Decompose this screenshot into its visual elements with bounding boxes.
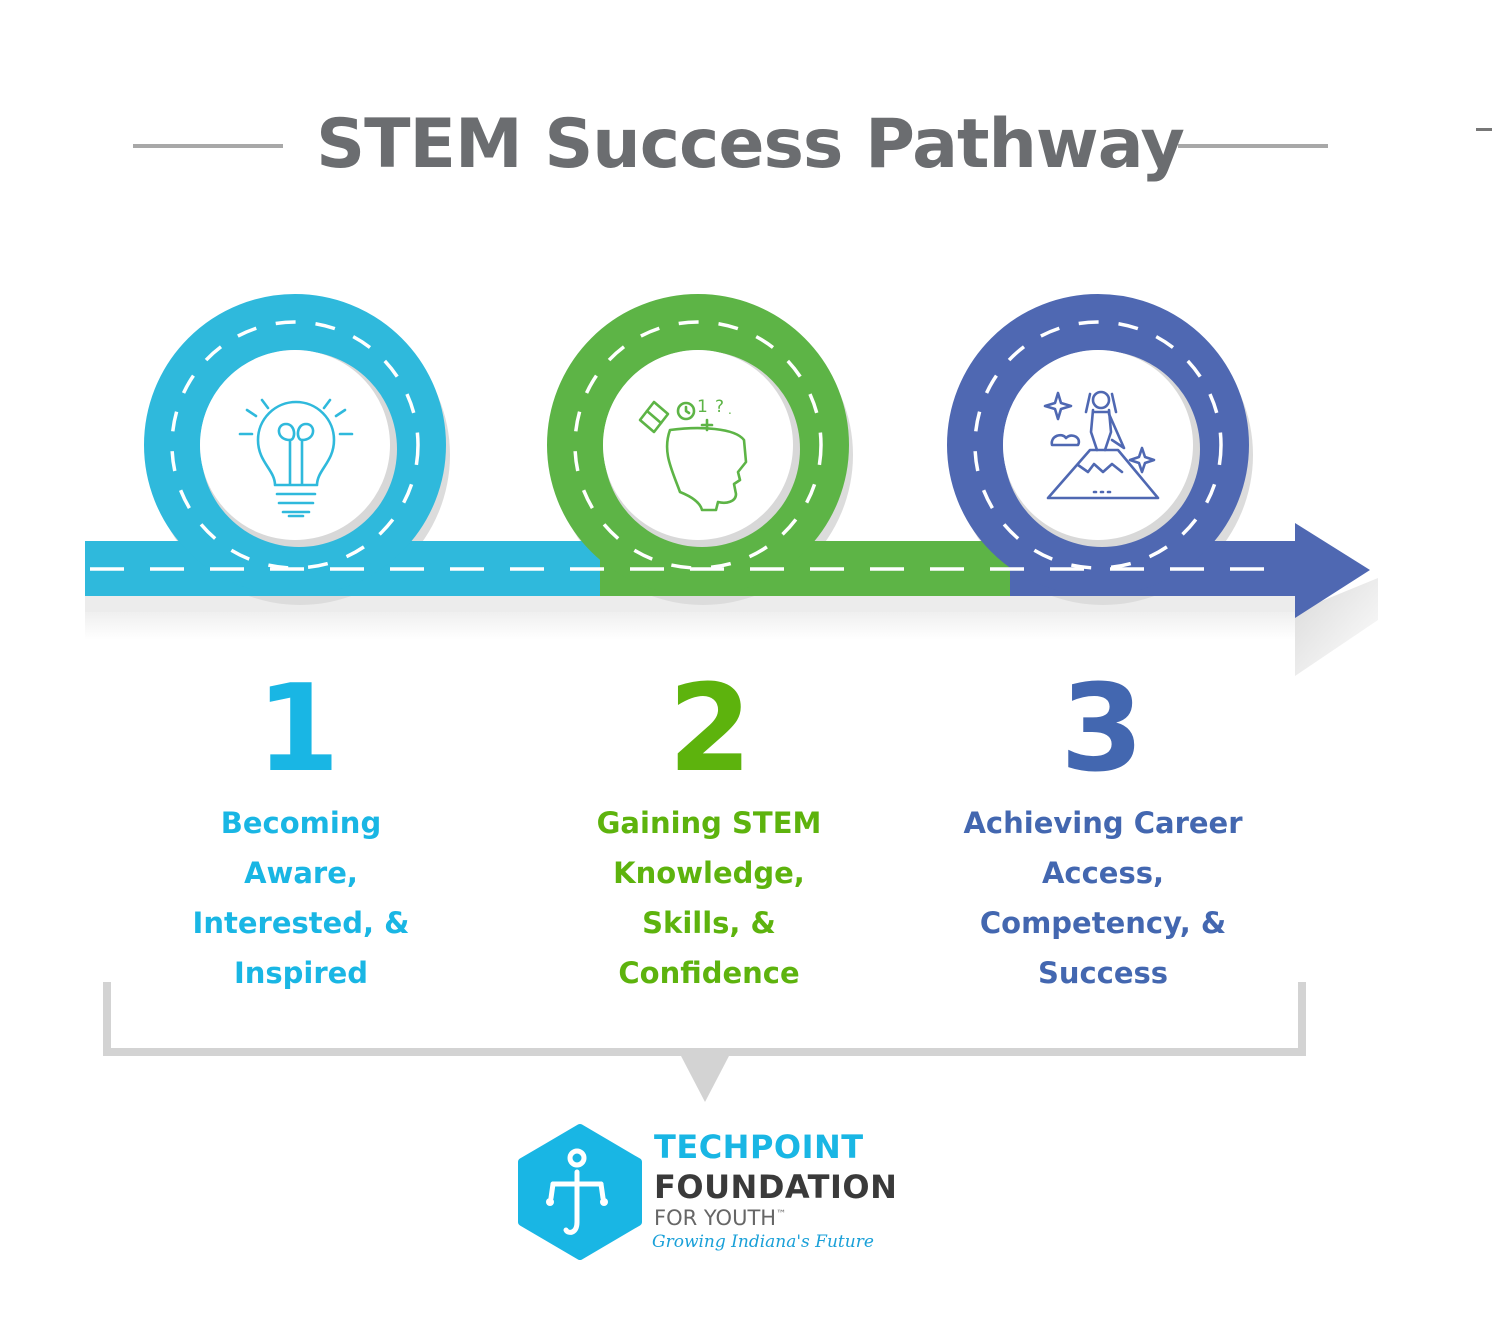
title-rule-left bbox=[133, 144, 283, 148]
road-arrow-head bbox=[1295, 523, 1370, 618]
logo-tagline: Growing Indiana's Future bbox=[652, 1232, 874, 1252]
svg-text:1: 1 bbox=[697, 397, 708, 417]
head-thinking-icon: 1 ? . bbox=[638, 397, 748, 512]
loop-center-2 bbox=[603, 350, 793, 540]
step-1-line: Aware, bbox=[244, 856, 358, 890]
bracket bbox=[103, 982, 1306, 1056]
step-number-3: 3 bbox=[1060, 660, 1144, 799]
step-3-line: Competency, & bbox=[979, 906, 1227, 940]
step-number-1: 1 bbox=[256, 660, 340, 799]
logo-name-foundation: FOUNDATION bbox=[654, 1168, 898, 1206]
page-title: STEM Success Pathway bbox=[316, 105, 1185, 184]
logo-name-techpoint: TECHPOINT bbox=[654, 1128, 864, 1166]
loop-center-1 bbox=[200, 350, 390, 540]
lightbulb-icon bbox=[238, 398, 354, 518]
logo-name-for-youth: FOR YOUTH™ bbox=[654, 1206, 786, 1230]
arrow-side bbox=[1295, 578, 1378, 676]
trademark: ™ bbox=[776, 1209, 787, 1220]
step-number-2: 2 bbox=[668, 660, 752, 799]
title-rule-right bbox=[1178, 144, 1328, 148]
lane-markings bbox=[90, 320, 1290, 571]
svg-text:?: ? bbox=[715, 397, 724, 417]
step-1-line: Becoming bbox=[220, 806, 382, 840]
techpoint-hexagon-logo bbox=[518, 1124, 642, 1260]
step-3-line: Success bbox=[1037, 956, 1169, 990]
step-2-line: Skills, & bbox=[642, 906, 776, 940]
step-1-line: Inspired bbox=[233, 956, 369, 990]
loop-center-3 bbox=[1003, 350, 1193, 540]
svg-text:.: . bbox=[728, 403, 732, 417]
step-2-line: Knowledge, bbox=[613, 856, 805, 890]
step-1-line: Interested, & bbox=[192, 906, 410, 940]
step-description-2: Gaining STEM Knowledge, Skills, & Confid… bbox=[539, 798, 879, 998]
header: STEM Success Pathway bbox=[0, 100, 1500, 190]
bracket-pointer bbox=[680, 1054, 730, 1102]
step-3-line: Access, bbox=[1041, 856, 1165, 890]
step-description-1: Becoming Aware, Interested, & Inspired bbox=[131, 798, 471, 998]
mountain-summit-icon bbox=[1043, 390, 1160, 500]
step-3-line: Achieving Career bbox=[963, 806, 1243, 840]
step-2-line: Confidence bbox=[618, 956, 800, 990]
step-2-line: Gaining STEM bbox=[596, 806, 822, 840]
step-description-3: Achieving Career Access, Competency, & S… bbox=[933, 798, 1273, 998]
corner-dash bbox=[1476, 128, 1492, 131]
logo-for-youth-text: FOR YOUTH bbox=[654, 1206, 777, 1230]
